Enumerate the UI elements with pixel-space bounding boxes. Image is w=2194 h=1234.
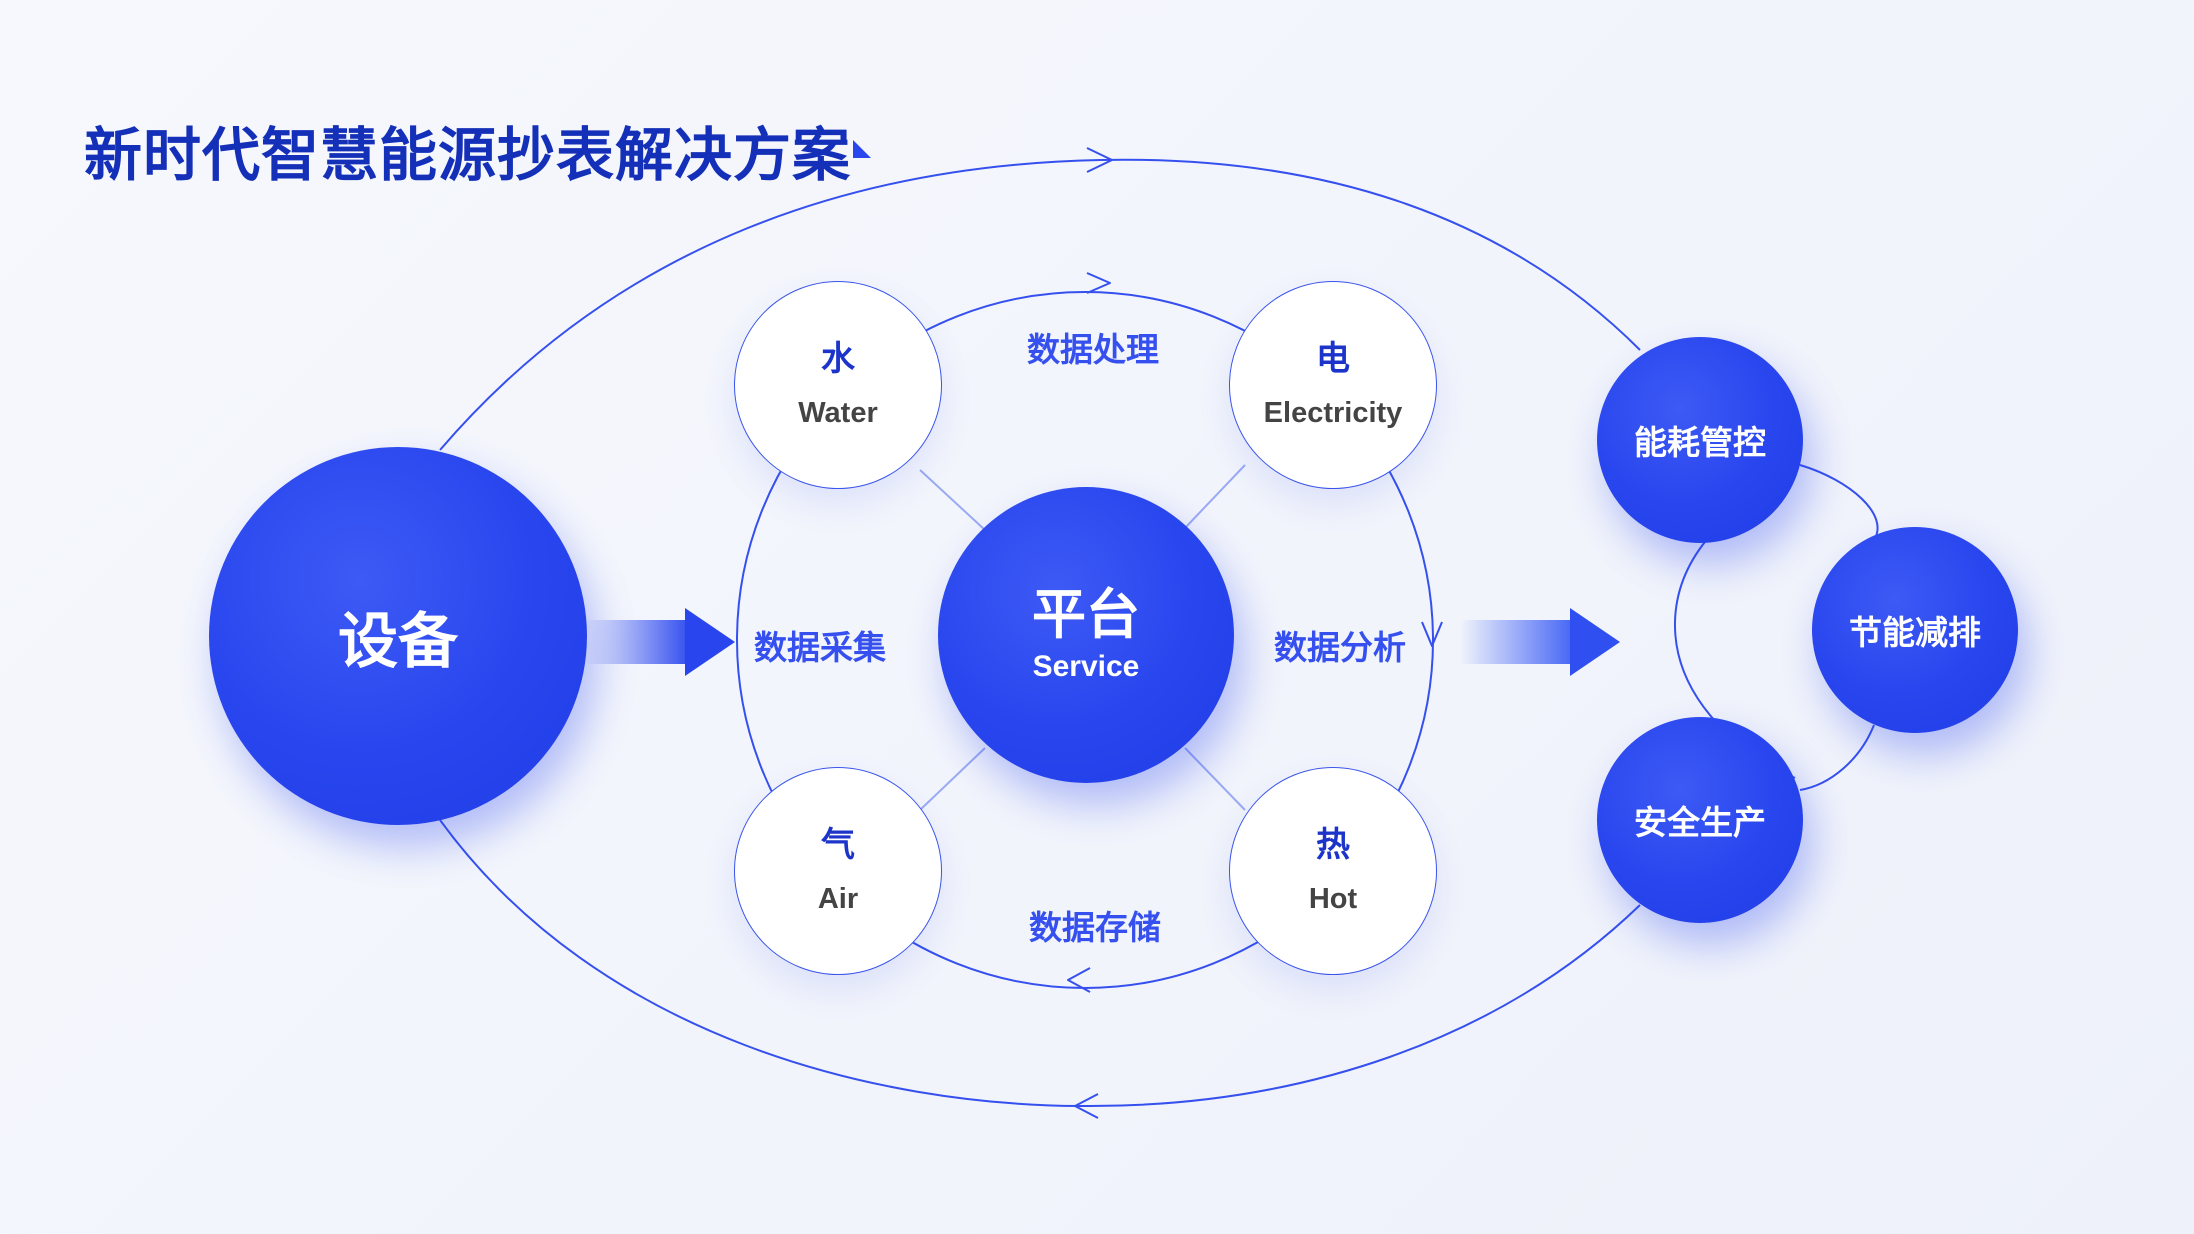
outer-cycle-top-arc [439, 158, 1641, 451]
label-data-analysis: 数据分析 [1274, 629, 1406, 666]
resource-en-label: Air [817, 883, 859, 915]
resource-cn-label: 水 [821, 340, 855, 379]
outcome-node-energy-saving: 节能减排 [1812, 527, 2018, 733]
outcome-node-energy-control: 能耗管控 [1597, 337, 1803, 543]
resource-node-air: 气 Air [734, 767, 942, 975]
device-label: 设备 [338, 607, 458, 675]
resource-node-hot: 热 Hot [1229, 767, 1437, 975]
platform-label-cn: 平台 [1032, 585, 1140, 646]
resource-en-label: Water [798, 397, 878, 429]
resource-node-electricity: 电 Electricity [1229, 281, 1437, 489]
arrow-right-icon [1570, 608, 1620, 676]
chevron-arrow-icon [1067, 147, 1443, 1119]
label-data-storage: 数据存储 [1029, 909, 1161, 946]
arrow-right-icon [685, 608, 735, 676]
spoke-air [919, 747, 986, 811]
label-data-processing: 数据处理 [1027, 331, 1159, 368]
spoke-electricity [1184, 464, 1246, 529]
resource-cn-label: 电 [1316, 340, 1350, 379]
spoke-water [919, 469, 986, 531]
outcome-label: 能耗管控 [1634, 424, 1766, 461]
outcome-label: 节能减排 [1849, 614, 1981, 651]
device-node: 设备 [209, 447, 587, 825]
corner-triangle-icon [853, 140, 871, 158]
resource-cn-label: 气 [821, 826, 855, 865]
inner-cycle-ring [736, 291, 1434, 989]
outer-cycle-bottom-arc [439, 819, 1641, 1108]
resource-en-label: Electricity [1263, 397, 1403, 429]
flow-arrow-device-to-platform [585, 608, 735, 676]
flow-arrow-platform-to-outcomes [1460, 608, 1620, 676]
resource-node-water: 水 Water [734, 281, 942, 489]
spoke-hot [1184, 747, 1246, 811]
outcome-label: 安全生产 [1634, 804, 1766, 841]
outcome-node-safety: 安全生产 [1597, 717, 1803, 923]
label-data-collection: 数据采集 [754, 629, 886, 666]
page-title: 新时代智慧能源抄表解决方案 [84, 123, 852, 188]
platform-label-en: Service [1032, 649, 1140, 683]
platform-node: 平台 Service [938, 487, 1234, 783]
resource-cn-label: 热 [1316, 826, 1350, 865]
resource-en-label: Hot [1308, 883, 1358, 915]
